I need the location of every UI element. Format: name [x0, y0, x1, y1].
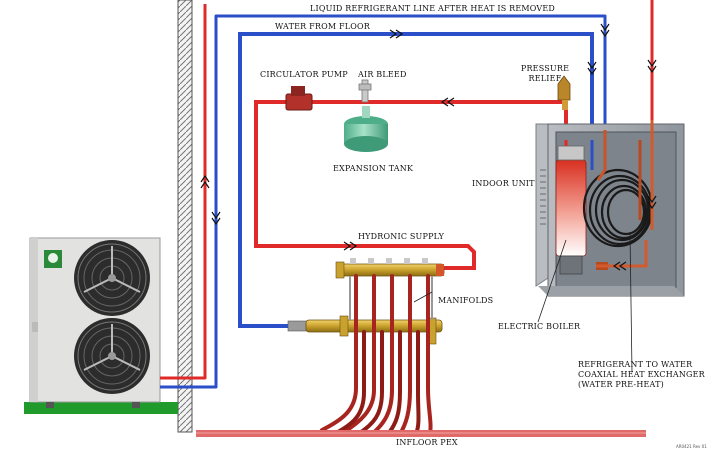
outdoor-heat-pump-unit — [24, 237, 178, 414]
label-hx-line1: REFRIGERANT TO WATER — [578, 360, 693, 369]
building-wall — [177, 0, 193, 433]
label-manifolds: MANIFOLDS — [438, 296, 494, 305]
label-pressure-relief: PRESSURE RELIEF — [520, 64, 570, 84]
label-hx-line2: COAXIAL HEAT EXCHANGER — [578, 370, 705, 379]
label-air-bleed: AIR BLEED — [358, 70, 407, 79]
label-electric-boiler: ELECTRIC BOILER — [498, 322, 581, 331]
label-heat-exchanger: REFRIGERANT TO WATER COAXIAL HEAT EXCHAN… — [578, 360, 705, 390]
label-infloor-pex: INFLOOR PEX — [396, 438, 458, 447]
label-indoor-unit: INDOOR UNIT — [472, 179, 535, 188]
label-hx-line3: (WATER PRE-HEAT) — [578, 380, 664, 389]
expansion-tank-icon — [344, 79, 388, 152]
callout-leaders — [413, 231, 633, 373]
indoor-flow-arrows — [612, 195, 657, 271]
pressure-relief-valve-icon — [557, 75, 571, 110]
refrigerant-lines — [160, 0, 657, 389]
manifold-bracket — [349, 276, 433, 320]
label-circulator-pump: CIRCULATOR PUMP — [260, 70, 348, 79]
fan-bottom-icon — [74, 318, 150, 394]
water-return-line — [238, 29, 597, 328]
infloor-pex-strip — [196, 430, 646, 437]
label-expansion-tank: EXPANSION TANK — [333, 164, 414, 173]
label-hydronic-supply: HYDRONIC SUPPLY — [358, 232, 445, 241]
label-pressure-relief-line2: RELIEF — [528, 74, 562, 83]
fan-top-icon — [74, 240, 150, 316]
manifold-supply — [335, 258, 445, 279]
label-pressure-relief-line1: PRESSURE — [520, 64, 570, 73]
indoor-copper-lines — [564, 120, 654, 268]
circulator-pump-icon — [285, 86, 313, 111]
drawing-code: AR0421 Rev 01 — [676, 444, 707, 449]
pex-loops — [320, 274, 433, 436]
label-liquid-line: LIQUID REFRIGERANT LINE AFTER HEAT IS RE… — [310, 4, 556, 13]
label-water-from-floor: WATER FROM FLOOR — [275, 22, 370, 31]
